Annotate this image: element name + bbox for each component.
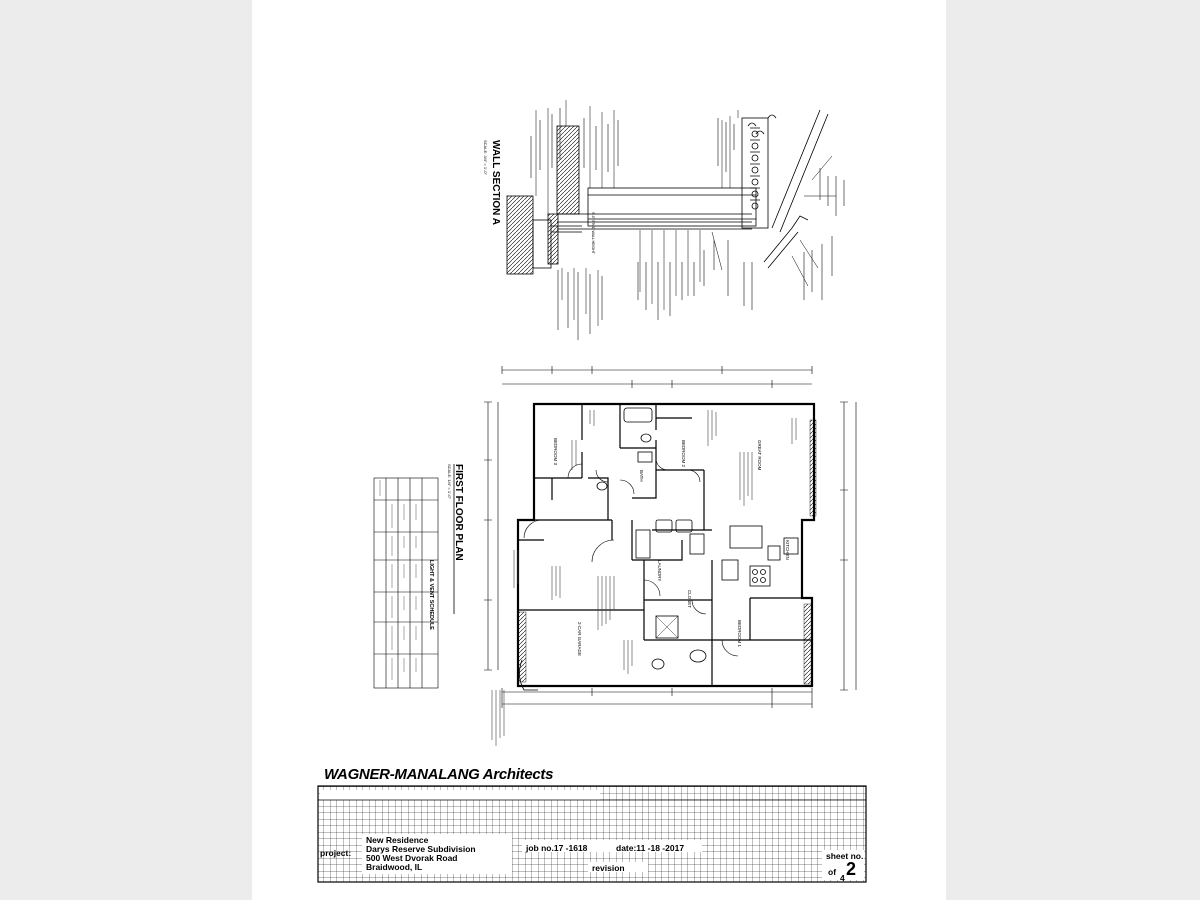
room-label: LAUNDRY xyxy=(657,560,662,581)
revision-label: revision xyxy=(592,863,625,873)
wall-section-title: WALL SECTION A xyxy=(490,140,501,225)
room-label: BEDROOM 3 xyxy=(553,438,558,466)
total-sheets: 4 xyxy=(840,873,845,883)
svg-text:SCALE: 3/4" = 1'-0": SCALE: 3/4" = 1'-0" xyxy=(483,140,488,175)
project-label: project: xyxy=(320,848,352,858)
room-label: BEDROOM 1 xyxy=(737,620,742,648)
project-city: Braidwood, IL xyxy=(366,862,423,872)
title-block xyxy=(317,785,867,883)
firm-name-suffix: Architects xyxy=(482,766,554,783)
room-label: 2-CAR GARAGE xyxy=(577,622,582,656)
project-address: 500 West Dvorak Road xyxy=(366,853,458,863)
sheet-number: 2 xyxy=(846,859,857,879)
svg-text:SCALE: 1/4" = 1'-0": SCALE: 1/4" = 1'-0" xyxy=(447,464,452,499)
job-number: job no.17 -1618 xyxy=(526,843,588,853)
wall-section-a: WALL SECTION A SCALE: 3/4" = 1'-0" xyxy=(483,100,845,340)
room-label: BEDROOM 2 xyxy=(681,440,686,468)
room-label: GREAT ROOM xyxy=(757,440,762,471)
room-label: BATH xyxy=(639,470,644,482)
project-subdivision: Darys Reserve Subdivision xyxy=(366,844,476,854)
drawing-sheet: WALL SECTION A SCALE: 3/4" = 1'-0" xyxy=(252,0,946,900)
svg-text:9'-0" STUD WALL HEIGHT: 9'-0" STUD WALL HEIGHT xyxy=(591,212,595,255)
drawing-date: date:11 -18 -2017 xyxy=(616,843,685,853)
first-floor-plan: BEDROOM 3 BEDROOM 2 BATH GREAT ROOM KITC… xyxy=(447,366,857,746)
sheet-of-label: of xyxy=(828,867,837,877)
sheet-number-label: sheet no. xyxy=(826,851,864,861)
schedule-title: LIGHT & VENT SCHEDULE xyxy=(428,560,434,630)
room-label: KITCHEN xyxy=(785,540,790,560)
first-floor-plan-title: FIRST FLOOR PLAN xyxy=(453,464,464,561)
firm-logo: WAGNER-MANALANG Architects xyxy=(324,766,553,783)
light-vent-schedule: LIGHT & VENT SCHEDULE xyxy=(373,477,439,689)
architectural-drawing: WALL SECTION A SCALE: 3/4" = 1'-0" xyxy=(317,100,867,883)
room-label: CLOSET xyxy=(687,590,692,608)
project-name: New Residence xyxy=(366,835,429,845)
firm-name: WAGNER-MANALANG xyxy=(324,766,480,783)
